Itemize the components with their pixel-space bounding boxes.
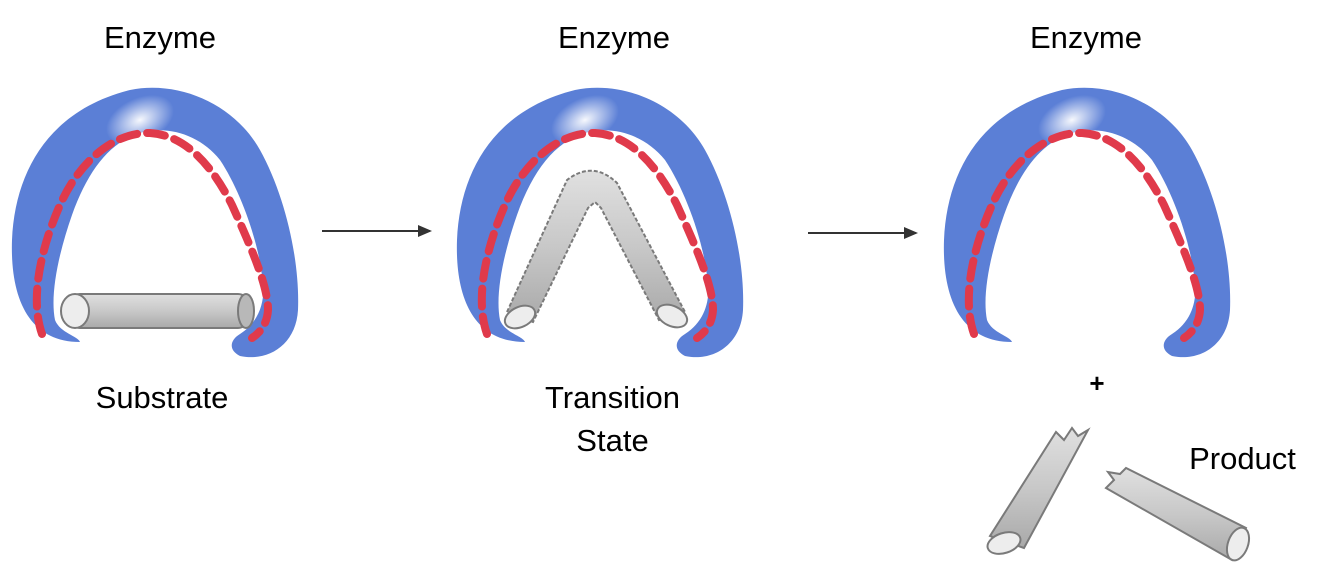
- enzyme-shape-icon: [456, 87, 744, 358]
- product-fragment-icon: [986, 426, 1091, 555]
- enzyme-label: Enzyme: [558, 20, 670, 55]
- panel-substrate: [11, 87, 299, 358]
- transition-state-label: Transition State: [500, 376, 725, 463]
- panel-product: [943, 87, 1231, 358]
- plus-sign: +: [1089, 368, 1105, 398]
- enzyme-shape-icon: [943, 87, 1231, 358]
- transition-label-line1: Transition: [545, 380, 680, 415]
- enzyme-shape-icon: [11, 87, 299, 358]
- enzyme-label: Enzyme: [1030, 20, 1142, 55]
- substrate-label: Substrate: [95, 380, 229, 415]
- transition-label-line2: State: [576, 423, 649, 459]
- enzyme-label: Enzyme: [104, 20, 216, 55]
- substrate-cylinder-icon: [60, 293, 255, 329]
- panel-transition-state: [456, 87, 744, 358]
- product-label: Product: [1189, 441, 1296, 476]
- product-fragment-icon: [1104, 466, 1251, 562]
- bent-transition-molecule-icon: [503, 169, 689, 330]
